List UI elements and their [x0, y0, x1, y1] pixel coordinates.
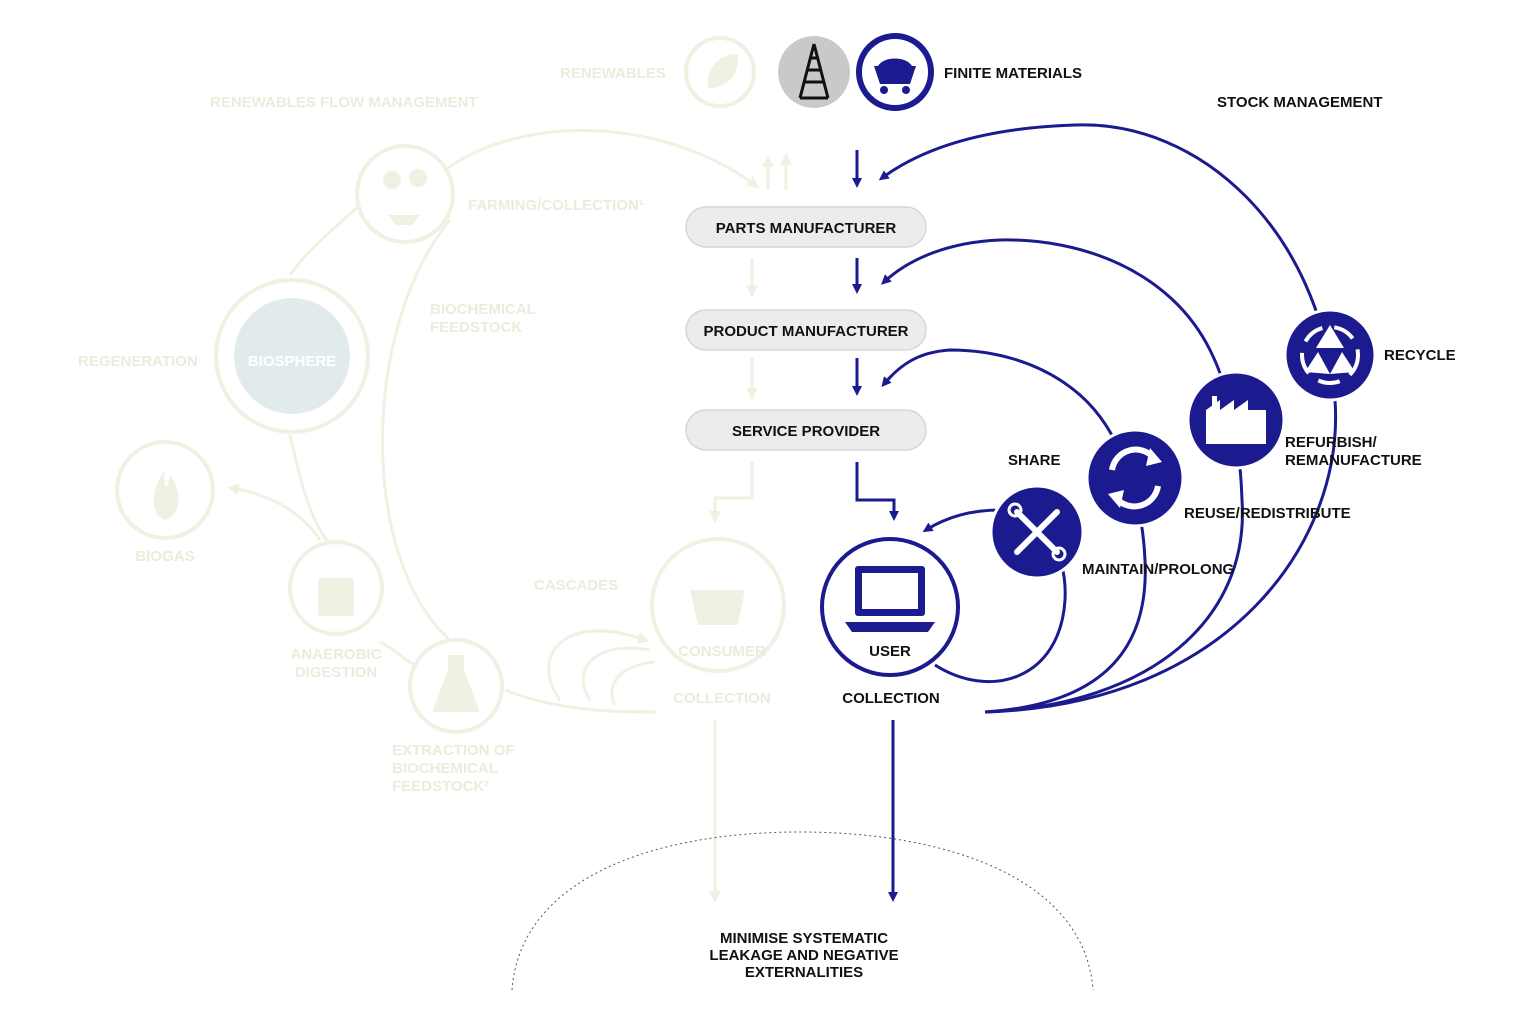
finite-materials-label: FINITE MATERIALS — [944, 65, 1082, 82]
leakage-line-2: LEAKAGE AND NEGATIVE — [709, 947, 898, 964]
maintain-label: MAINTAIN/PROLONG — [1082, 561, 1234, 578]
biological-labels: RENEWABLES RENEWABLES FLOW MANAGEMENT FA… — [78, 65, 771, 795]
service-provider-box — [685, 409, 927, 451]
extraction-label-3: FEEDSTOCK² — [392, 778, 489, 795]
leakage-arc — [511, 831, 1094, 991]
technical-icons — [989, 308, 1377, 580]
biological-icons — [115, 36, 786, 734]
anaerobic-label-1: ANAEROBIC — [291, 646, 382, 663]
refresh-icon — [1085, 428, 1185, 528]
consumer-label: CONSUMER — [678, 643, 766, 660]
biological-glyphs — [153, 54, 745, 712]
share-label: SHARE — [1008, 452, 1061, 469]
renewables-label: RENEWABLES — [560, 65, 666, 82]
reuse-label: REUSE/REDISTRIBUTE — [1184, 505, 1351, 522]
biological-cycle — [227, 128, 792, 903]
extraction-label-1: EXTRACTION OF — [392, 742, 515, 759]
leakage-line-3: EXTERNALITIES — [745, 964, 863, 981]
biosphere-label: BIOSPHERE — [248, 353, 336, 370]
recycle-label: RECYCLE — [1384, 347, 1456, 364]
leakage-label: MINIMISE SYSTEMATIC LEAKAGE AND NEGATIVE… — [709, 930, 898, 981]
user-node — [820, 537, 960, 677]
service-provider-label: SERVICE PROVIDER — [732, 423, 880, 440]
recycle-icon — [1283, 308, 1377, 402]
user-label: USER — [869, 643, 911, 660]
biochemical-label-2: FEEDSTOCK — [430, 319, 522, 336]
biochemical-label-1: BIOCHEMICAL — [430, 301, 536, 318]
leakage-line-1: MINIMISE SYSTEMATIC — [720, 930, 888, 947]
parts-manufacturer-box — [685, 206, 927, 248]
anaerobic-label-2: DIGESTION — [295, 664, 378, 681]
cascades-label: CASCADES — [534, 577, 618, 594]
product-manufacturer-box — [685, 309, 927, 351]
technical-labels: FINITE MATERIALS STOCK MANAGEMENT RECYCL… — [842, 65, 1455, 707]
oil-rig-icon — [778, 36, 850, 108]
renewables-flow-label: RENEWABLES FLOW MANAGEMENT — [210, 94, 478, 111]
extraction-label-2: BIOCHEMICAL — [392, 760, 498, 777]
plant-fish-icon — [355, 144, 455, 244]
biogas-label: BIOGAS — [135, 548, 194, 565]
refurbish-label-1: REFURBISH/ — [1285, 434, 1378, 451]
regeneration-label: REGENERATION — [78, 353, 198, 370]
finite-icons — [778, 33, 934, 111]
bio-collection-label: COLLECTION — [673, 690, 771, 707]
laptop-icon — [845, 566, 935, 632]
value-chain: PARTS MANUFACTURER PRODUCT MANUFACTURER … — [685, 206, 927, 451]
tech-collection-label: COLLECTION — [842, 690, 940, 707]
refurbish-label-2: REMANUFACTURE — [1285, 452, 1422, 469]
product-manufacturer-label: PRODUCT MANUFACTURER — [704, 323, 909, 340]
stock-management-label: STOCK MANAGEMENT — [1217, 94, 1383, 111]
parts-manufacturer-label: PARTS MANUFACTURER — [716, 220, 897, 237]
farming-label: FARMING/COLLECTION¹ — [468, 197, 644, 214]
